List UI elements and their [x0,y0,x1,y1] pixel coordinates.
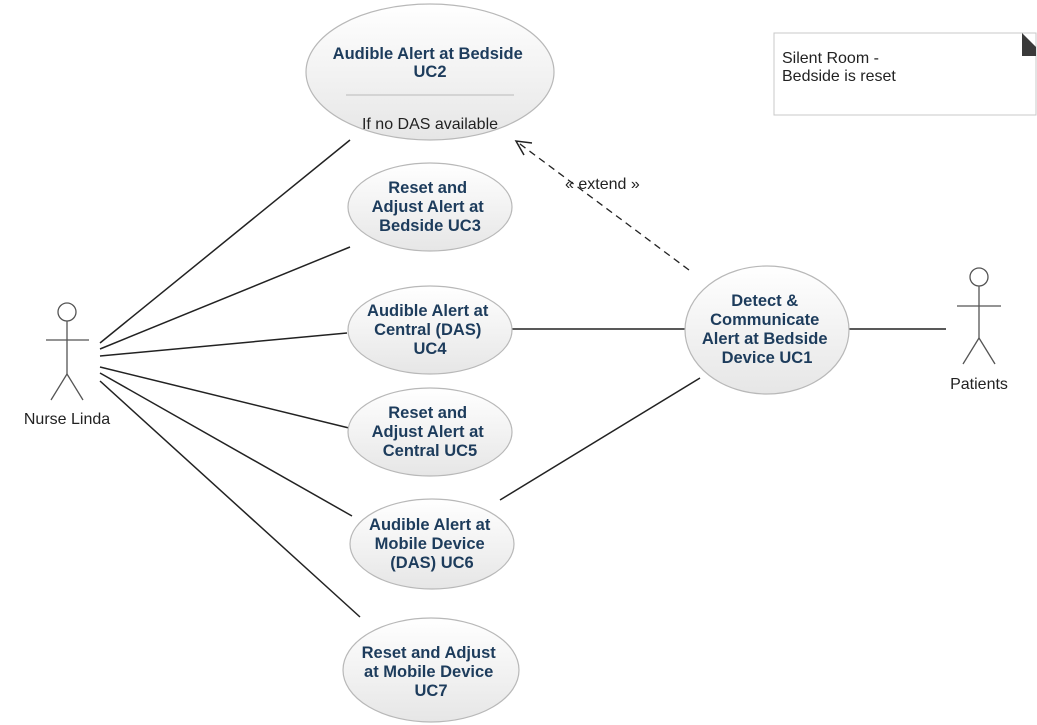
uc4-name-line-2: Central (DAS) [374,321,481,339]
assoc-nurse-uc6 [99,372,353,517]
svg-text:Detect & Communicate: Detect & Communicate Alert at Bedside De… [702,292,832,367]
uc1-name-line-3: Alert at Bedside [702,330,828,348]
uc7-name-line-2: at Mobile Device [364,663,493,681]
uc3-name-line-2: Adjust Alert at [372,198,485,216]
svg-text:Audible Alert at Bedside: Audible Alert at Bedside UC2 [333,45,528,81]
uc2-name-line-1: Audible Alert at Bedside [333,45,523,63]
assoc-nurse-uc2 [99,139,351,344]
note[interactable]: Silent Room - Bedside is reset [773,32,1037,116]
svg-text:Reset and Adjust at Mobi: Reset and Adjust at Mobile Device UC7 [362,644,501,700]
svg-text:Audible Alert at Mobile: Audible Alert at Mobile Device (DAS) UC6 [369,516,495,572]
note-line-2: Bedside is reset [782,68,896,85]
uc6-name-line-3: (DAS) UC6 [390,554,473,572]
extend-relationship: « extend » [514,140,690,271]
use-case-uc1[interactable]: Detect & Communicate Alert at Bedside De… [684,265,850,395]
use-case-uc6[interactable]: Audible Alert at Mobile Device (DAS) UC6 [349,498,515,590]
uc7-name-line-3: UC7 [414,682,447,700]
svg-text:Audible Alert at Central: Audible Alert at Central (DAS) UC4 [367,302,493,358]
note-fold-corner [1022,33,1036,56]
uc5-name-line-2: Adjust Alert at [372,423,485,441]
uc1-name-line-1: Detect & [731,292,798,310]
use-case-uc2[interactable]: Audible Alert at Bedside UC2 If no DAS a… [305,3,555,141]
actor-patients-label: Patients [950,376,1008,393]
uc6-name-line-1: Audible Alert at [369,516,491,534]
extend-label: « extend » [565,176,640,193]
use-case-uc4[interactable]: Audible Alert at Central (DAS) UC4 [347,285,513,375]
uc4-name-line-3: UC4 [413,340,447,358]
uc5-name-line-1: Reset and [388,404,467,422]
extend-arrow-line [515,140,690,271]
assoc-uc6-uc1 [499,377,701,501]
uc3-name-line-3: Bedside UC3 [379,217,481,235]
extend-arrow-head [514,140,533,156]
actor-patients[interactable]: Patients [950,267,1008,393]
actor-nurse-label: Nurse Linda [24,411,110,428]
uc3-name-line-1: Reset and [388,179,467,197]
uc2-extension-condition: If no DAS available [362,116,498,133]
uc6-name-line-2: Mobile Device [375,535,485,553]
assoc-nurse-uc7 [99,380,361,618]
svg-text:Silent Room - Bedside is: Silent Room - Bedside is reset [782,50,896,85]
uc4-name-line-1: Audible Alert at [367,302,489,320]
svg-text:Reset and Adjust Alert a: Reset and Adjust Alert at Bedside UC3 [372,179,489,235]
use-case-uc5[interactable]: Reset and Adjust Alert at Central UC5 [347,387,513,477]
assoc-nurse-uc4 [99,332,348,357]
use-case-uc7[interactable]: Reset and Adjust at Mobile Device UC7 [342,617,520,723]
actor-nurse-linda[interactable]: Nurse Linda [24,302,110,428]
assoc-nurse-uc5 [99,366,350,429]
uc7-name-line-1: Reset and Adjust [362,644,497,662]
note-line-1: Silent Room - [782,50,879,67]
assoc-nurse-uc3 [99,246,351,350]
nurse-associations [99,139,361,618]
uc1-name-line-4: Device UC1 [722,349,813,367]
uc2-name-line-2: UC2 [413,63,446,81]
uc5-name-line-3: Central UC5 [383,442,477,460]
use-case-uc3[interactable]: Reset and Adjust Alert at Bedside UC3 [347,162,513,252]
stick-figure-icon [46,302,89,401]
stick-figure-icon [957,267,1001,365]
svg-text:Reset and Adjust Alert a: Reset and Adjust Alert at Central UC5 [372,404,489,460]
uc1-name-line-2: Communicate [710,311,819,329]
